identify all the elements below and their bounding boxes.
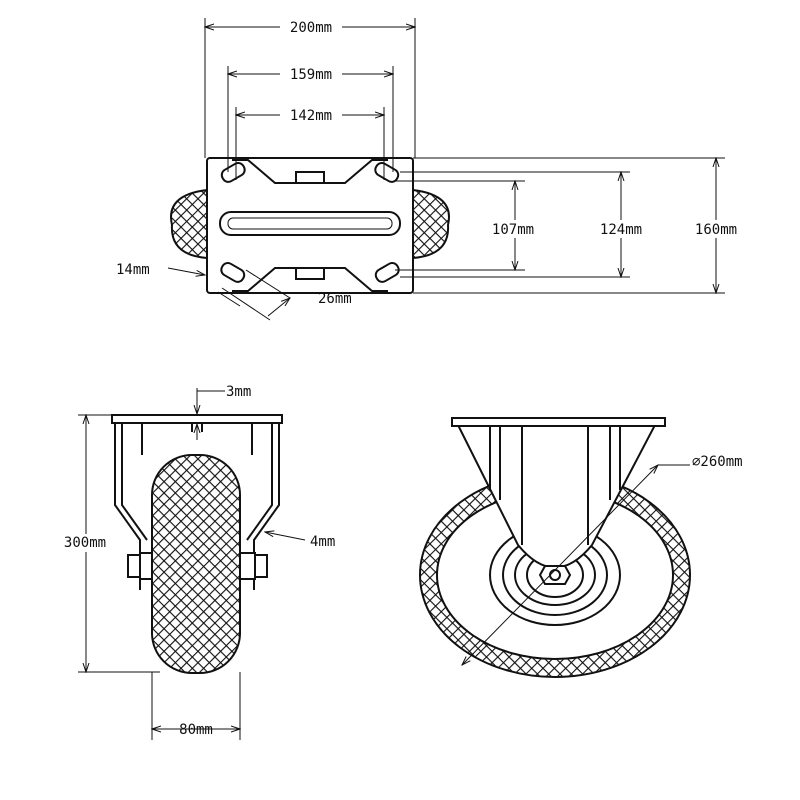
wheel-left-peek [170, 188, 208, 260]
dim-3mm: 3mm [226, 384, 251, 400]
dim-4mm: 4mm [310, 534, 335, 550]
dim-159mm: 159mm [290, 67, 332, 83]
dim-26mm: 26mm [318, 291, 352, 307]
dim-200mm: 200mm [290, 20, 332, 36]
dim-142mm: 142mm [290, 108, 332, 124]
dim-80mm: 80mm [179, 722, 213, 738]
side-view: ∅260mm [419, 417, 743, 678]
bolt-slots [220, 162, 400, 283]
top-view: 200mm 159mm 142mm 107mm 124mm 160mm 14mm… [116, 18, 746, 321]
wheel-front [151, 454, 241, 674]
dim-14mm: 14mm [116, 262, 150, 278]
dim-300mm: 300mm [64, 535, 106, 551]
dim-160mm: 160mm [695, 222, 737, 238]
dim-260mm-diameter: ∅260mm [692, 454, 743, 470]
mounting-plate [206, 157, 414, 294]
wheel-right-peek [412, 188, 450, 260]
dim-124mm: 124mm [600, 222, 642, 238]
center-slot [219, 211, 401, 236]
front-view: 300mm 80mm 3mm 4mm [54, 384, 335, 740]
dim-107mm: 107mm [492, 222, 534, 238]
